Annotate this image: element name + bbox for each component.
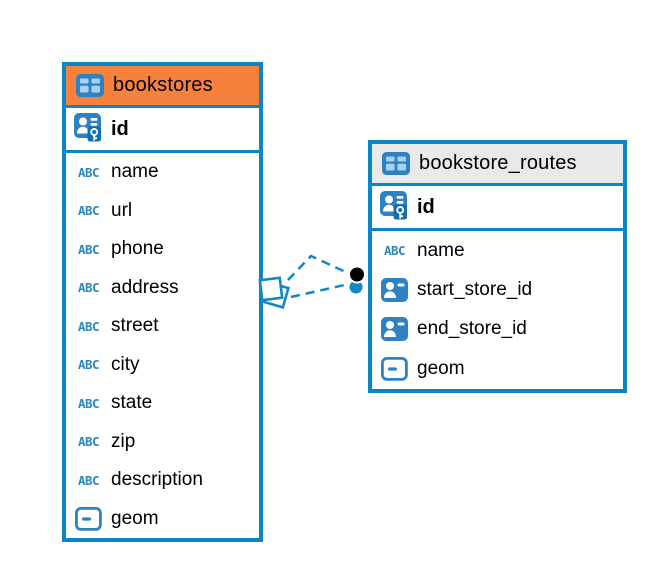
column-label: geom (417, 357, 465, 379)
column-row-name[interactable]: ABC name (372, 231, 623, 270)
primary-key-icon (380, 191, 409, 223)
column-label: name (417, 239, 465, 261)
geometry-type-icon (380, 356, 409, 381)
column-row-geom[interactable]: geom (66, 500, 259, 539)
column-row-description[interactable]: ABC description (66, 461, 259, 500)
text-type-icon: ABC (77, 164, 100, 180)
table-title: bookstores (113, 74, 213, 96)
primary-key-row[interactable]: id (372, 186, 623, 231)
column-label: geom (111, 507, 159, 529)
text-type-icon: ABC (77, 395, 100, 411)
table-bookstore-routes[interactable]: bookstore_routes id ABC name start_store_i… (368, 140, 627, 393)
relationship-line[interactable] (287, 254, 351, 281)
column-label: description (111, 469, 203, 491)
column-row-url[interactable]: ABC url (66, 192, 259, 231)
column-row-geom[interactable]: geom (372, 349, 623, 388)
column-label: address (111, 276, 179, 298)
column-row-end_store_id[interactable]: end_store_id (372, 310, 623, 349)
text-type-icon: ABC (77, 203, 100, 219)
column-label: street (111, 315, 159, 337)
text-type-icon: ABC (77, 434, 100, 450)
column-row-address[interactable]: ABC address (66, 269, 259, 308)
primary-key-icon (74, 113, 103, 145)
foreign-key-icon (380, 278, 409, 303)
relationship-source-anchor-icon[interactable] (258, 276, 290, 309)
foreign-key-icon (380, 317, 409, 342)
column-label: zip (111, 430, 136, 452)
text-type-icon: ABC (77, 241, 100, 257)
column-label: phone (111, 238, 164, 260)
column-row-name[interactable]: ABC name (66, 153, 259, 192)
text-type-icon: ABC (77, 357, 100, 373)
text-type-icon: ABC (77, 318, 100, 334)
table-icon (381, 152, 410, 175)
column-label: start_store_id (417, 279, 533, 301)
geometry-type-icon (74, 506, 103, 531)
column-row-state[interactable]: ABC state (66, 384, 259, 423)
relationship-line[interactable] (290, 282, 350, 299)
column-row-start_store_id[interactable]: start_store_id (372, 270, 623, 309)
text-type-icon: ABC (77, 472, 100, 488)
table-bookstore-routes-header[interactable]: bookstore_routes (372, 144, 623, 186)
column-label: url (111, 199, 133, 221)
primary-key-label: id (111, 117, 129, 140)
column-label: city (111, 353, 140, 375)
column-row-zip[interactable]: ABC zip (66, 423, 259, 462)
text-type-icon: ABC (383, 243, 406, 259)
column-row-city[interactable]: ABC city (66, 346, 259, 385)
relationship-target-anchor-icon[interactable] (348, 265, 366, 294)
column-row-phone[interactable]: ABC phone (66, 230, 259, 269)
primary-key-row[interactable]: id (66, 108, 259, 153)
table-icon (75, 74, 104, 97)
column-row-street[interactable]: ABC street (66, 307, 259, 346)
table-bookstores-header[interactable]: bookstores (66, 66, 259, 108)
column-label: end_store_id (417, 318, 527, 340)
column-label: state (111, 392, 153, 414)
text-type-icon: ABC (77, 280, 100, 296)
table-title: bookstore_routes (419, 152, 577, 174)
column-label: name (111, 161, 159, 183)
primary-key-label: id (417, 195, 435, 218)
